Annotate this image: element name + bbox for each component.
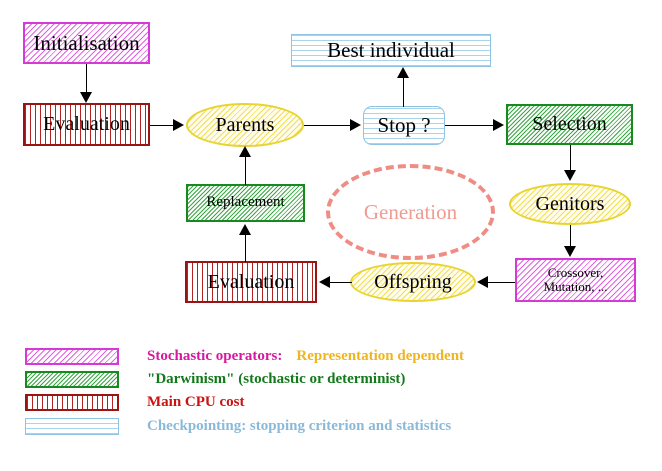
edge-evaluation-to-parents-arrowhead — [173, 119, 184, 131]
node-parents[interactable]: Parents — [186, 103, 304, 147]
legend-label-stochastic-operators-primary: Stochastic operators: — [147, 348, 283, 364]
node-stop[interactable]: Stop ? — [363, 106, 445, 145]
node-initialisation-label: Initialisation — [33, 30, 140, 55]
legend-row-darwinism: "Darwinism" (stochastic or determinist) — [25, 371, 405, 388]
node-parents-label: Parents — [215, 113, 275, 136]
node-offspring-label: Offspring — [374, 270, 452, 293]
edge-stop-to-selection-arrowhead — [493, 119, 504, 131]
node-evaluation-top[interactable]: Evaluation — [23, 103, 150, 146]
edge-replacement-to-parents-arrowhead — [239, 146, 251, 157]
node-evaluation-top-label: Evaluation — [43, 113, 130, 135]
legend-row-stochastic-operators: Stochastic operators: Representation depe… — [25, 348, 464, 365]
node-evaluation-bottom-label: Evaluation — [207, 270, 295, 293]
edge-replacement-to-parents-line — [245, 156, 246, 185]
legend-label-representation-dependent: Representation dependent — [296, 348, 465, 364]
edge-initialisation-to-evaluation-arrowhead — [80, 92, 92, 103]
legend-row-main-cpu-cost: Main CPU cost — [25, 394, 245, 411]
legend-swatch-red-vertical-hatch — [25, 394, 119, 411]
node-generation-label: Generation — [363, 199, 458, 224]
node-genitors[interactable]: Genitors — [509, 183, 631, 225]
edge-selection-to-genitors-line — [570, 145, 571, 173]
edge-stop-to-selection-line — [445, 125, 497, 126]
node-evaluation-bottom[interactable]: Evaluation — [185, 261, 317, 303]
node-selection-label: Selection — [532, 113, 607, 135]
edge-crossover-to-offspring-arrowhead — [477, 276, 488, 288]
edge-offspring-to-evaluation-arrowhead — [319, 276, 330, 288]
node-crossover-mutation-label: Crossover, Mutation, ... — [543, 265, 608, 294]
edge-initialisation-to-evaluation-line — [86, 64, 87, 94]
legend-swatch-green-diagonal-hatch — [25, 371, 119, 388]
edge-parents-to-stop-line — [304, 125, 354, 126]
edge-genitors-to-crossover-line — [570, 225, 571, 249]
legend-label-stochastic-operators: Stochastic operators: Representation depe… — [147, 348, 464, 365]
node-replacement-label: Replacement — [206, 194, 285, 211]
edge-stop-to-best-individual-arrowhead — [397, 67, 409, 78]
node-best-individual-label: Best individual — [327, 38, 455, 63]
node-offspring[interactable]: Offspring — [350, 262, 476, 302]
legend-label-main-cpu-cost: Main CPU cost — [147, 394, 245, 410]
legend-label-darwinism-wrap: "Darwinism" (stochastic or determinist) — [147, 371, 405, 388]
node-stop-label: Stop ? — [377, 113, 431, 138]
legend-label-checkpointing: Checkpointing: stopping criterion and st… — [147, 418, 452, 434]
node-initialisation[interactable]: Initialisation — [23, 22, 150, 64]
edge-offspring-to-evaluation-line — [328, 282, 352, 283]
edge-evaluation-to-replacement-line — [245, 232, 246, 262]
edge-evaluation-to-parents-line — [150, 125, 178, 126]
edge-selection-to-genitors-arrowhead — [564, 170, 576, 181]
edge-evaluation-to-replacement-arrowhead — [239, 224, 251, 235]
node-crossover-mutation[interactable]: Crossover, Mutation, ... — [515, 258, 636, 302]
node-selection[interactable]: Selection — [506, 104, 633, 145]
edge-stop-to-best-individual-line — [403, 74, 404, 107]
legend-swatch-magenta-diagonal-hatch — [25, 348, 119, 365]
edge-genitors-to-crossover-arrowhead — [564, 246, 576, 257]
edge-crossover-to-offspring-line — [486, 282, 515, 283]
node-best-individual[interactable]: Best individual — [291, 34, 491, 67]
node-replacement[interactable]: Replacement — [186, 184, 305, 222]
legend-label-main-cpu-cost-wrap: Main CPU cost — [147, 394, 245, 411]
legend-swatch-blue-horizontal-hatch — [25, 418, 119, 435]
legend-label-checkpointing-wrap: Checkpointing: stopping criterion and st… — [147, 418, 451, 435]
legend-label-darwinism: "Darwinism" (stochastic or determinist) — [147, 371, 406, 387]
edge-parents-to-stop-arrowhead — [350, 119, 361, 131]
legend-row-checkpointing: Checkpointing: stopping criterion and st… — [25, 418, 451, 435]
node-generation: Generation — [326, 164, 495, 260]
node-genitors-label: Genitors — [535, 192, 605, 215]
